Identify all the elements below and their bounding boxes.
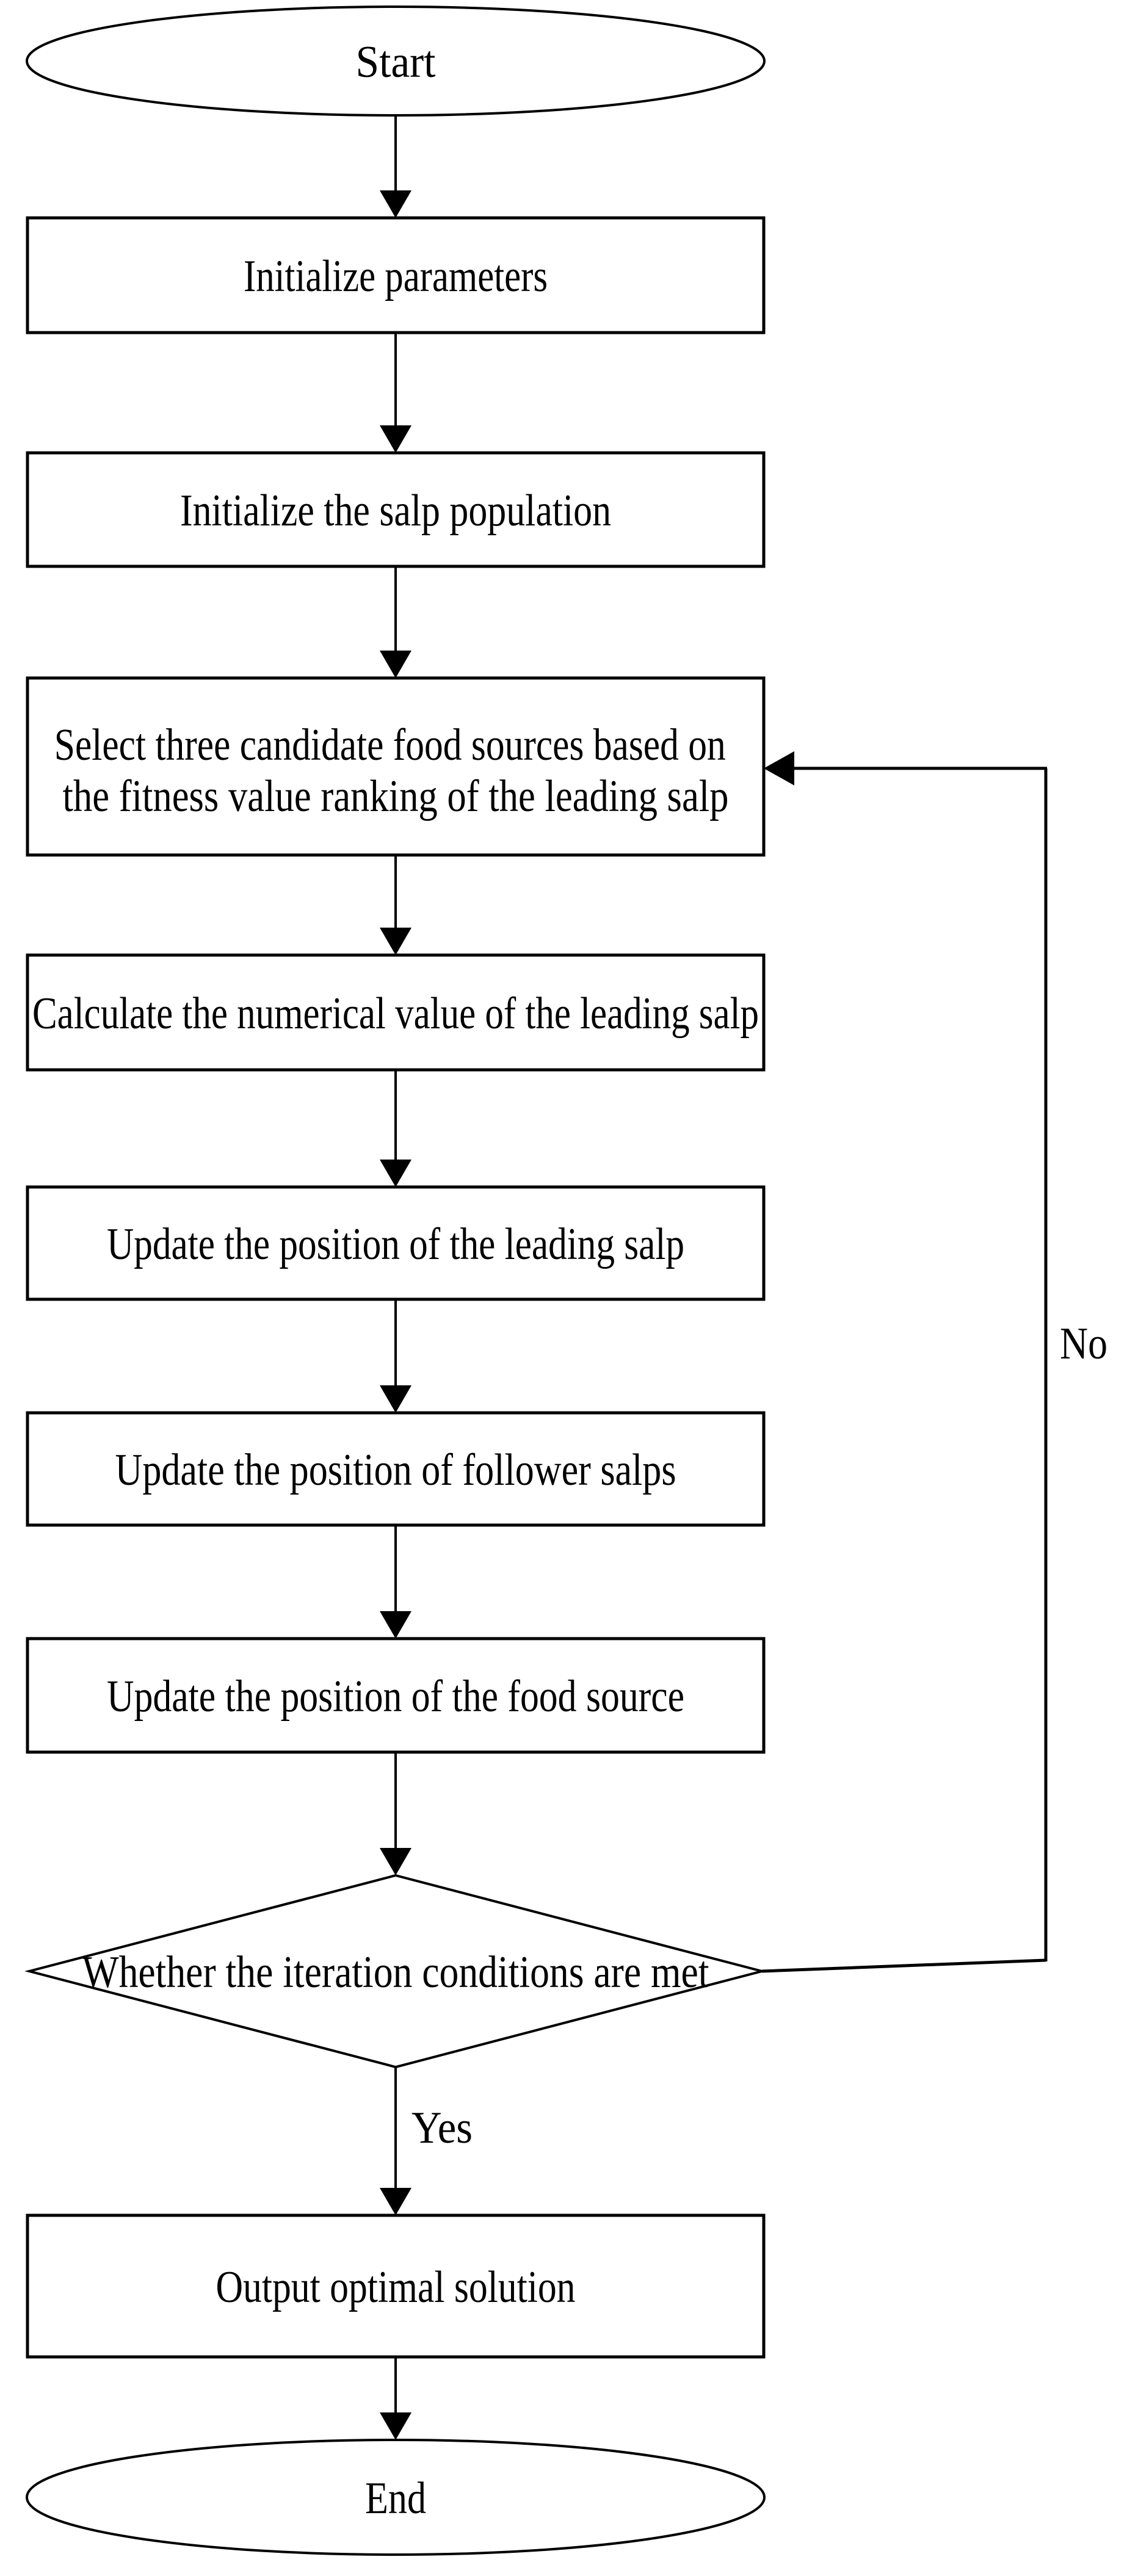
edges-layer: [380, 115, 1048, 2440]
edge-decision-no-sloped-segment: [761, 1958, 1046, 1973]
update-food-source-box: [26, 1637, 766, 1754]
start-label: Start: [356, 37, 436, 87]
start-terminator-ellipse: [26, 5, 766, 117]
edge-labels-layer: Yes No: [411, 1319, 1107, 2153]
select-candidate-food-sources-line2: the fitness value ranking of the leading…: [63, 771, 729, 821]
node-iteration-decision: Whether the iteration conditions are met: [24, 1874, 767, 2069]
initialize-salp-population-label: Initialize the salp population: [180, 486, 611, 536]
yes-edge-label: Yes: [411, 2103, 473, 2153]
iteration-decision-label: Whether the iteration conditions are met: [82, 1947, 709, 1997]
arrowhead-down-icon: [380, 1160, 411, 1187]
calculate-numerical-value-box: [26, 953, 766, 1072]
arrowhead-down-icon: [380, 1385, 411, 1413]
output-optimal-solution-label: Output optimal solution: [216, 2262, 576, 2312]
arrowhead-down-icon: [380, 2412, 411, 2440]
node-update-leading-salp: Update the position of the leading salp: [26, 1185, 766, 1301]
output-optimal-solution-box: [26, 2213, 766, 2359]
update-follower-salps-label: Update the position of follower salps: [115, 1445, 676, 1495]
iteration-decision-diamond: [24, 1874, 767, 2069]
no-edge-label: No: [1060, 1319, 1107, 1369]
node-end: End: [26, 2439, 766, 2556]
select-candidate-food-sources-label: Select three candidate food sources base…: [54, 720, 737, 821]
initialize-parameters-label: Initialize parameters: [244, 251, 548, 301]
arrowhead-down-icon: [380, 651, 411, 678]
update-leading-salp-box: [26, 1185, 766, 1301]
node-calculate-numerical-value: Calculate the numerical value of the lea…: [26, 953, 766, 1072]
initialize-parameters-box: [26, 216, 766, 334]
node-start: Start: [26, 5, 766, 117]
initialize-salp-population-box: [26, 451, 766, 568]
node-select-candidate-food-sources: Select three candidate food sources base…: [26, 676, 766, 857]
update-follower-salps-box: [26, 1411, 766, 1527]
node-update-follower-salps: Update the position of follower salps: [26, 1411, 766, 1527]
node-output-optimal-solution: Output optimal solution: [26, 2213, 766, 2359]
arrowhead-down-icon: [380, 190, 411, 218]
arrowhead-down-icon: [380, 928, 411, 955]
arrowhead-down-icon: [380, 1611, 411, 1639]
arrowhead-down-icon: [380, 2188, 411, 2215]
calculate-numerical-value-label: Calculate the numerical value of the lea…: [32, 989, 759, 1039]
node-initialize-salp-population: Initialize the salp population: [26, 451, 766, 568]
update-food-source-label: Update the position of the food source: [107, 1672, 684, 1722]
node-update-food-source: Update the position of the food source: [26, 1637, 766, 1754]
end-label: End: [365, 2473, 426, 2524]
arrowhead-left-icon: [764, 751, 794, 785]
select-candidate-food-sources-line1: Select three candidate food sources base…: [54, 720, 726, 770]
arrowhead-down-icon: [380, 425, 411, 453]
update-leading-salp-label: Update the position of the leading salp: [107, 1219, 684, 1269]
select-candidate-food-sources-box: [26, 676, 766, 857]
end-terminator-ellipse: [26, 2439, 766, 2556]
node-initialize-parameters: Initialize parameters: [26, 216, 766, 334]
arrowhead-down-icon: [380, 1848, 411, 1875]
